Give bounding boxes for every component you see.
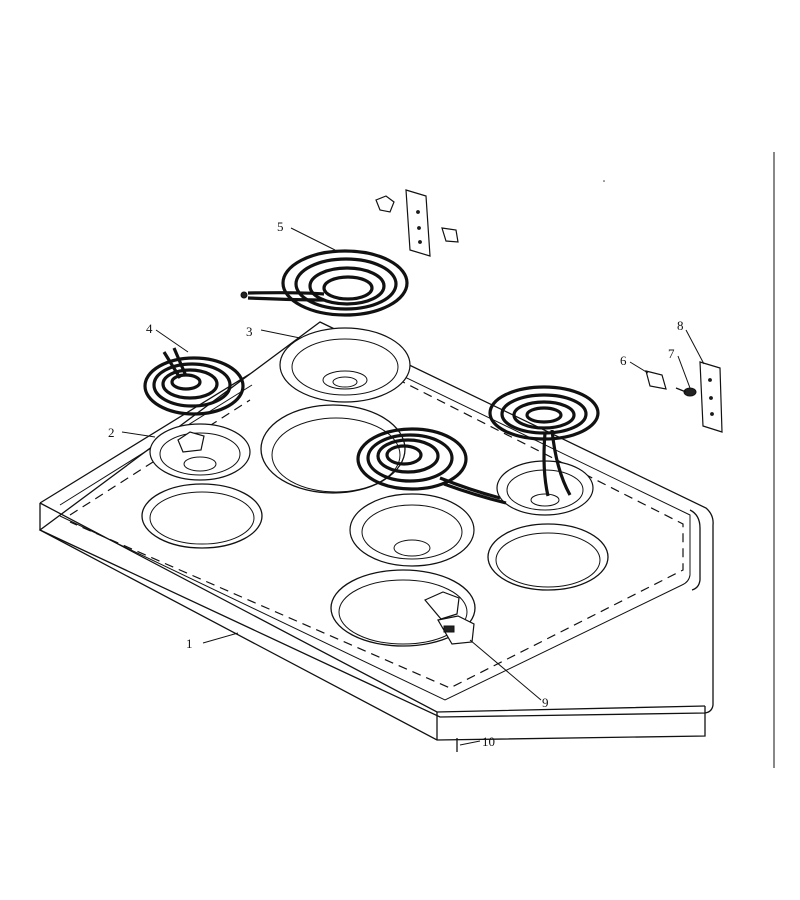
callout-9: 9 <box>542 695 549 710</box>
leader-lines <box>121 227 705 746</box>
callout-7: 7 <box>668 346 675 361</box>
drip-bowl-small <box>149 423 251 481</box>
drip-bowl-front-right <box>349 493 475 567</box>
speck <box>603 180 605 182</box>
callout-10: 10 <box>482 734 495 749</box>
screw-7 <box>675 387 697 397</box>
drip-bowl-large <box>279 327 411 403</box>
callout-3: 3 <box>246 324 253 339</box>
cooktop-body <box>38 321 714 741</box>
callout-4: 4 <box>146 321 153 336</box>
coil-element-right-front <box>356 427 507 505</box>
callout-2: 2 <box>108 425 115 440</box>
coil-element-large-back <box>240 249 409 317</box>
callout-6: 6 <box>620 353 627 368</box>
callout-5: 5 <box>277 219 284 234</box>
coil-element-small <box>143 347 245 416</box>
bracket-clip-6 <box>645 370 667 390</box>
burner-openings <box>141 404 609 647</box>
callout-1: 1 <box>186 636 193 651</box>
receptacle-bracket-top <box>375 189 459 257</box>
coil-element-right-back <box>488 385 600 497</box>
receptacle-bracket-right <box>699 361 723 433</box>
callout-8: 8 <box>677 318 684 333</box>
terminal-block <box>424 591 475 645</box>
